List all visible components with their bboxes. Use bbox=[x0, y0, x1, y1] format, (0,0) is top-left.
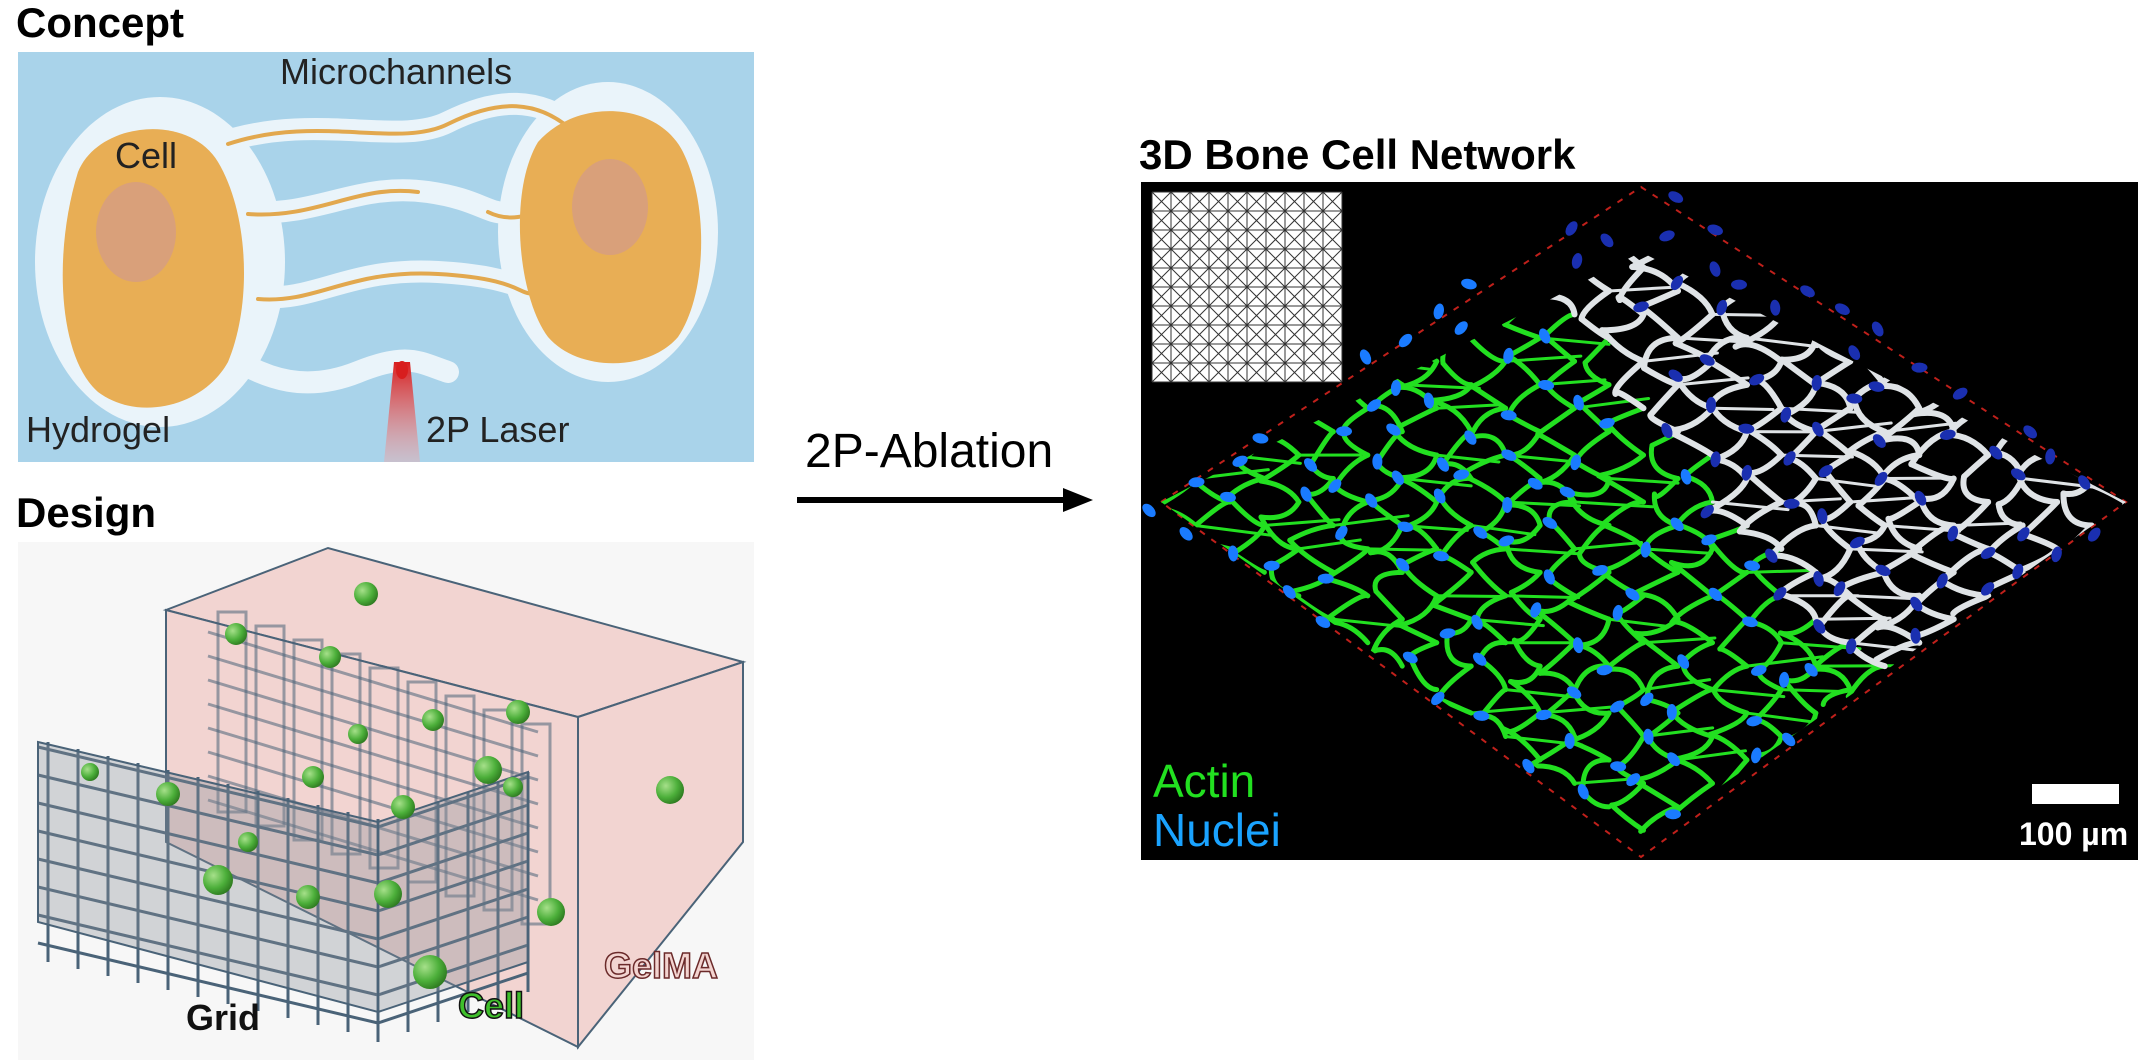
laser-focus-icon bbox=[396, 361, 408, 379]
cell-spheres bbox=[81, 582, 684, 989]
legend-nuclei: Nuclei bbox=[1153, 804, 1281, 856]
grid-label: Grid bbox=[186, 997, 261, 1038]
design-title: Design bbox=[16, 489, 157, 536]
concept-title: Concept bbox=[16, 0, 184, 46]
concept-panel: Microchannels Cell Hydrogel 2P Laser bbox=[18, 52, 754, 462]
process-arrow-icon bbox=[797, 488, 1093, 512]
scale-bar bbox=[2032, 784, 2119, 804]
network-panel: Actin Nuclei 100 µm bbox=[1141, 182, 2138, 860]
design-illustration bbox=[37, 546, 747, 1050]
microchannels-label: Microchannels bbox=[280, 52, 513, 92]
process-label: 2P-Ablation bbox=[805, 425, 1054, 478]
network-render bbox=[1142, 185, 2128, 859]
network-title: 3D Bone Cell Network bbox=[1139, 131, 1576, 178]
design-panel: Grid Cell GelMA bbox=[18, 542, 754, 1060]
right-cell-nucleus bbox=[572, 159, 648, 255]
ablated-network bbox=[1526, 252, 2126, 670]
design-cell-label: Cell bbox=[457, 985, 525, 1026]
inset-grid-lines bbox=[1151, 191, 1343, 383]
laser-label: 2P Laser bbox=[426, 409, 570, 450]
hydrogel-label: Hydrogel bbox=[26, 409, 171, 450]
legend-actin: Actin bbox=[1153, 755, 1256, 807]
gelma-label: GelMA bbox=[603, 945, 719, 986]
cell-label: Cell bbox=[115, 135, 178, 176]
nuclei-in-ablated bbox=[1565, 191, 2101, 655]
concept-illustration bbox=[35, 82, 718, 462]
scale-bar-label: 100 µm bbox=[2019, 816, 2129, 852]
laser-beam-icon bbox=[384, 362, 420, 462]
left-cell-nucleus bbox=[96, 182, 176, 282]
nuclei-in-actin bbox=[1142, 278, 1818, 820]
